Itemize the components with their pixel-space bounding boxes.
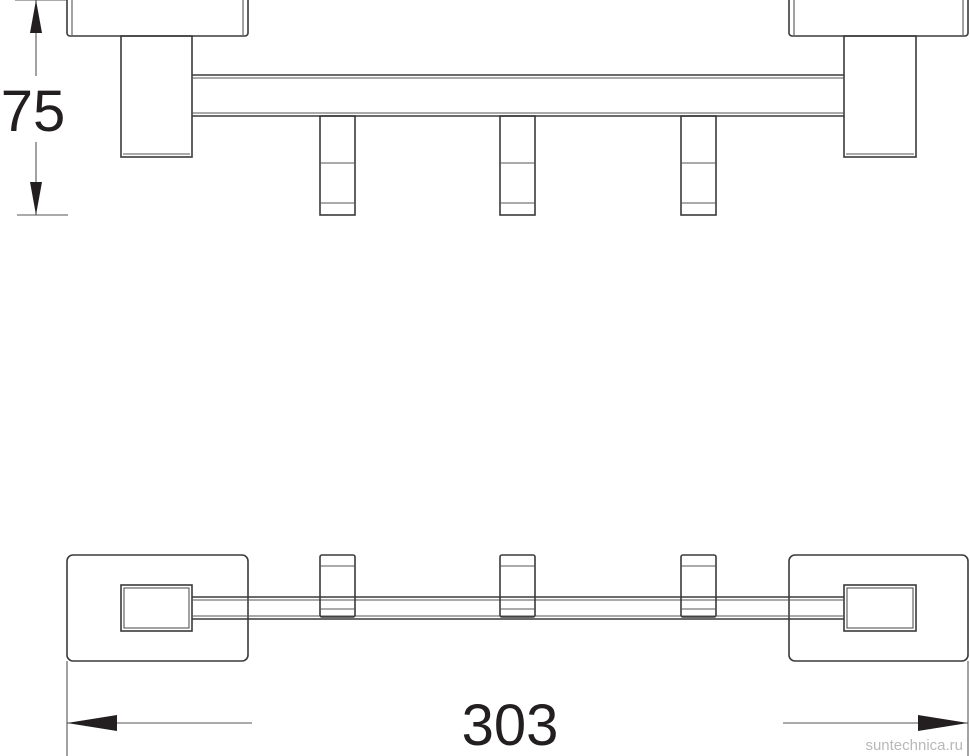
left-wall-plate — [66, 554, 249, 662]
left-post — [120, 35, 193, 158]
arrow-down-icon — [30, 182, 42, 215]
height-label: 75 — [1, 79, 66, 144]
hook-plan — [680, 554, 717, 618]
width-label: 303 — [462, 693, 559, 756]
hook-body — [499, 554, 536, 618]
width-dimension: 303 — [66, 661, 969, 756]
hook-plan — [499, 554, 536, 618]
arrow-left-icon — [67, 715, 117, 731]
front-view: 75 — [1, 0, 969, 216]
arrow-right-icon — [918, 715, 968, 731]
right-wall-plate — [788, 0, 969, 37]
hook-body — [319, 554, 356, 618]
hook-body — [319, 115, 356, 216]
bar — [192, 74, 844, 117]
left-post-section — [120, 584, 193, 632]
watermark: suntechnica.ru — [865, 737, 963, 754]
hook-body — [680, 554, 717, 618]
bar-plan — [192, 596, 844, 620]
hook-plan — [319, 554, 356, 618]
left-wall-plate — [66, 0, 249, 37]
height-dimension: 75 — [1, 0, 68, 216]
plan-view: 303 — [66, 554, 969, 756]
front-hooks — [319, 115, 717, 216]
hook — [680, 115, 717, 216]
hook — [499, 115, 536, 216]
left-post-inner — [123, 587, 190, 629]
right-post — [843, 35, 917, 158]
hook-body — [680, 115, 717, 216]
hook-body — [499, 115, 536, 216]
right-wall-plate — [788, 554, 969, 662]
arrow-up-icon — [30, 0, 42, 33]
right-post-section — [843, 584, 917, 632]
plan-hooks — [319, 554, 717, 618]
right-post-inner — [846, 587, 914, 629]
hook — [319, 115, 356, 216]
